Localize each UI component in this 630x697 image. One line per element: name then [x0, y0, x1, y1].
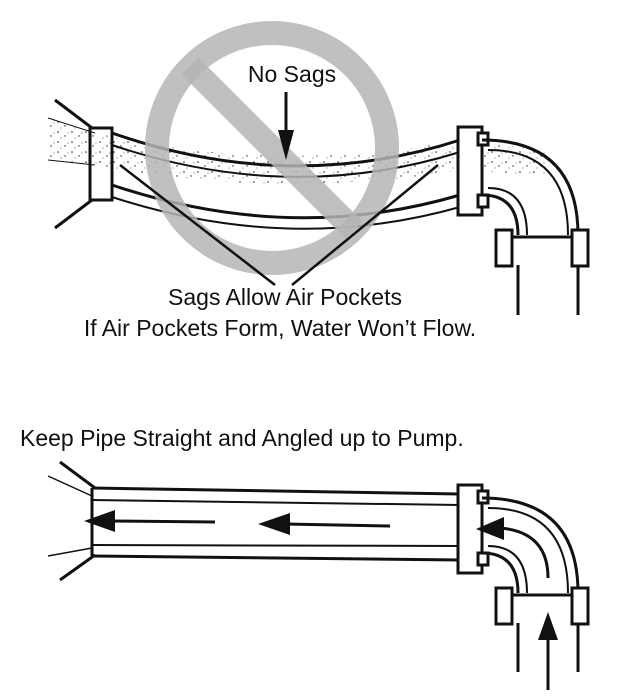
top-diagram: No Sags Sags Allow Air Pockets If Air Po… — [47, 21, 590, 341]
no-sags-label: No Sags — [248, 61, 336, 87]
arrow-icon — [538, 612, 558, 690]
keep-pipe-straight-label: Keep Pipe Straight and Angled up to Pump… — [20, 425, 464, 451]
hose-inlet-lines — [54, 98, 93, 230]
prohibition-icon — [145, 21, 399, 275]
straight-pipe — [90, 486, 461, 562]
left-coupling — [88, 126, 114, 202]
right-elbow-fitting — [456, 483, 590, 672]
sag-leader-lines — [119, 164, 439, 286]
right-elbow-fitting — [456, 125, 590, 315]
sagging-hose-fill — [47, 117, 545, 184]
air-pockets-warning-label: If Air Pockets Form, Water Won’t Flow. — [84, 315, 476, 341]
arrow-icon — [476, 517, 550, 579]
hose-inlet-lines — [47, 460, 96, 582]
arrow-icon — [84, 510, 391, 535]
sags-allow-air-pockets-label: Sags Allow Air Pockets — [168, 284, 402, 310]
arrow-icon — [278, 92, 294, 160]
bottom-diagram: Keep Pipe Straight and Angled up to Pump… — [20, 425, 590, 690]
